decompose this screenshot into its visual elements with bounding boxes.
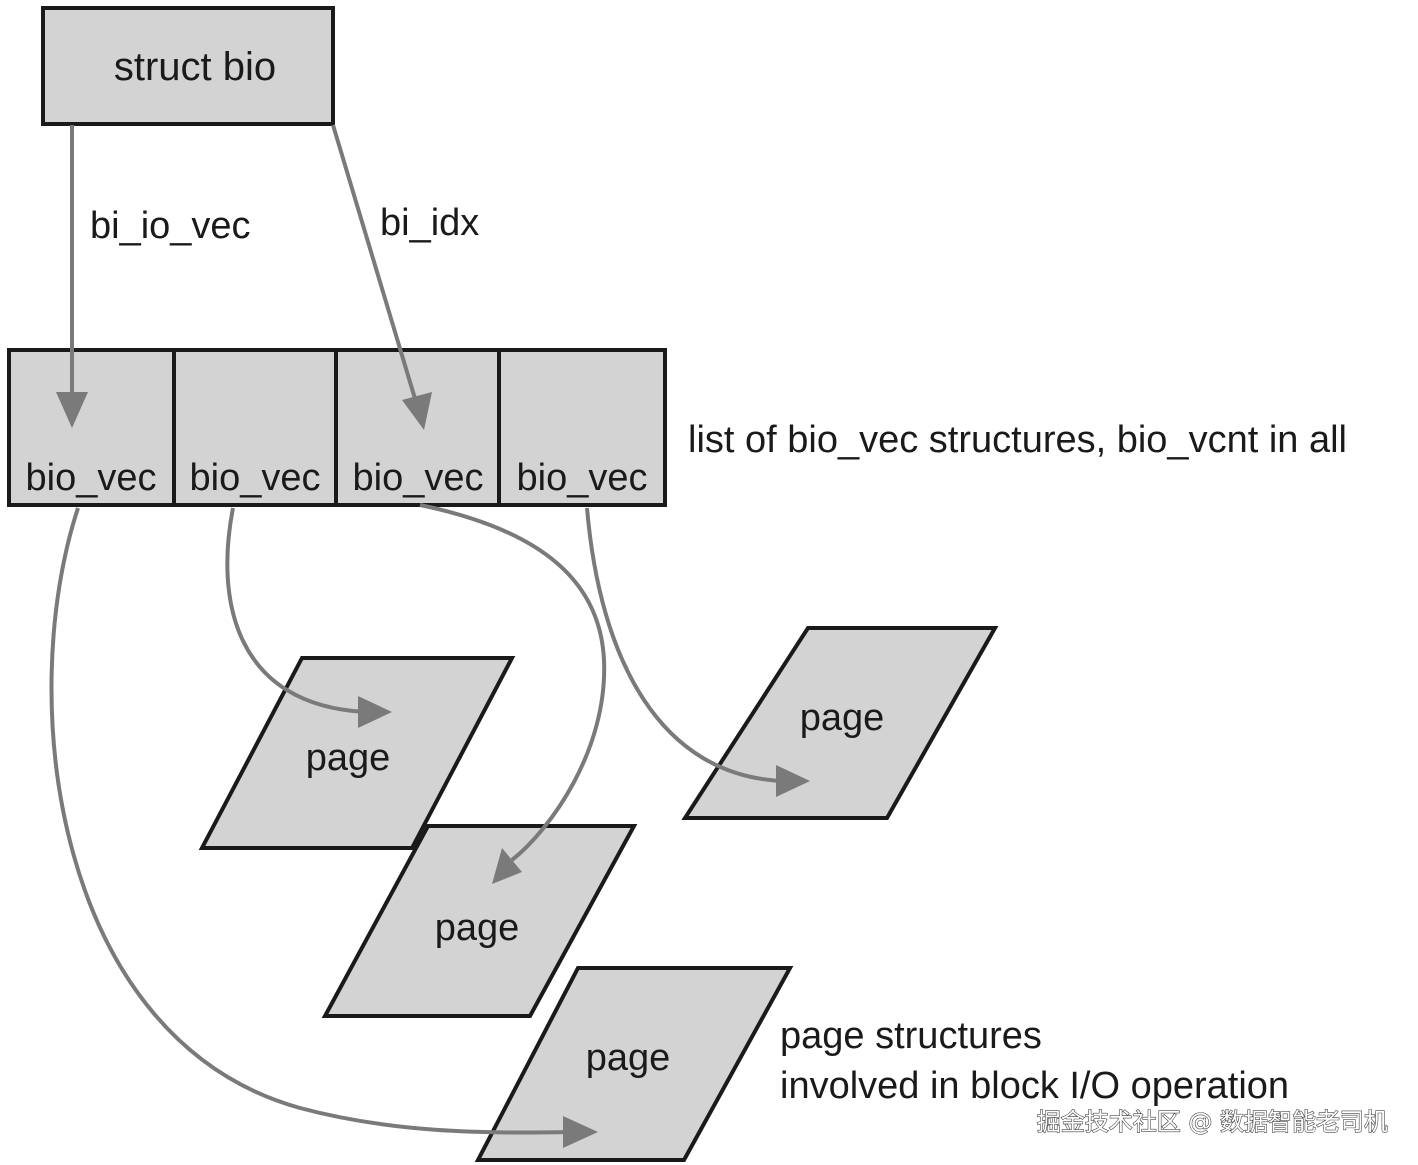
bio-vec-2-to-page-arrow-line (225, 507, 366, 714)
page-label-2: page (800, 697, 885, 739)
bio-vec-label-3: bio_vec (353, 457, 484, 499)
bi-idx-label: bi_idx (380, 202, 479, 244)
page-node-2: page (681, 626, 999, 820)
page-shape-2 (681, 626, 999, 820)
page-label-3: page (435, 907, 520, 949)
bi-io-vec-label: bi_io_vec (90, 205, 251, 247)
bio-vec-3-to-page-arrow-line (419, 503, 607, 862)
bio-vec-3-to-page-arrow-head (492, 848, 522, 884)
bio-vec-array: bio_vec bio_vec bio_vec bio_vec (7, 348, 667, 507)
bio-vec-label-1: bio_vec (26, 457, 157, 499)
bio-vec-1-to-page-arrow-line (49, 507, 571, 1135)
bio-vec-label-4: bio_vec (517, 457, 648, 499)
page-shape-3 (321, 824, 638, 1018)
bio-vec-1-to-page-arrow-head (563, 1116, 598, 1148)
arrows (49, 124, 810, 1148)
bio-vec-2-to-page-arrow-head (358, 696, 392, 728)
bio-vec-cell-4 (497, 348, 667, 507)
bio-vec-4-to-page-arrow-head (776, 765, 810, 797)
page-label-4: page (586, 1037, 671, 1079)
bio-vec-list-caption: list of bio_vec structures, bio_vcnt in … (688, 419, 1347, 461)
bi-idx-arrow-head (402, 392, 432, 430)
struct-bio-label: struct bio (114, 45, 276, 89)
page-node-1: page (198, 656, 516, 850)
bio-vec-label-2: bio_vec (190, 457, 321, 499)
bi-idx-arrow-line (331, 124, 418, 403)
struct-bio-box (41, 6, 335, 126)
page-node-3: page (321, 824, 638, 1018)
page-shape-1 (198, 656, 516, 850)
bio-vec-4-to-page-arrow-line (585, 507, 784, 783)
bi-io-vec-arrow-head (56, 392, 88, 428)
page-shape-4 (474, 966, 794, 1162)
bio-vec-cell-2 (172, 348, 338, 507)
page-node-4: page (474, 966, 794, 1162)
bio-vec-cell-1 (7, 348, 176, 507)
watermark-text: 掘金技术社区 @ 数据智能老司机 (1037, 1108, 1388, 1136)
page-caption-line-2: involved in block I/O operation (780, 1065, 1289, 1107)
struct-bio-node: struct bio (41, 6, 335, 126)
page-caption-line-1: page structures (780, 1015, 1042, 1057)
page-label-1: page (306, 737, 391, 779)
